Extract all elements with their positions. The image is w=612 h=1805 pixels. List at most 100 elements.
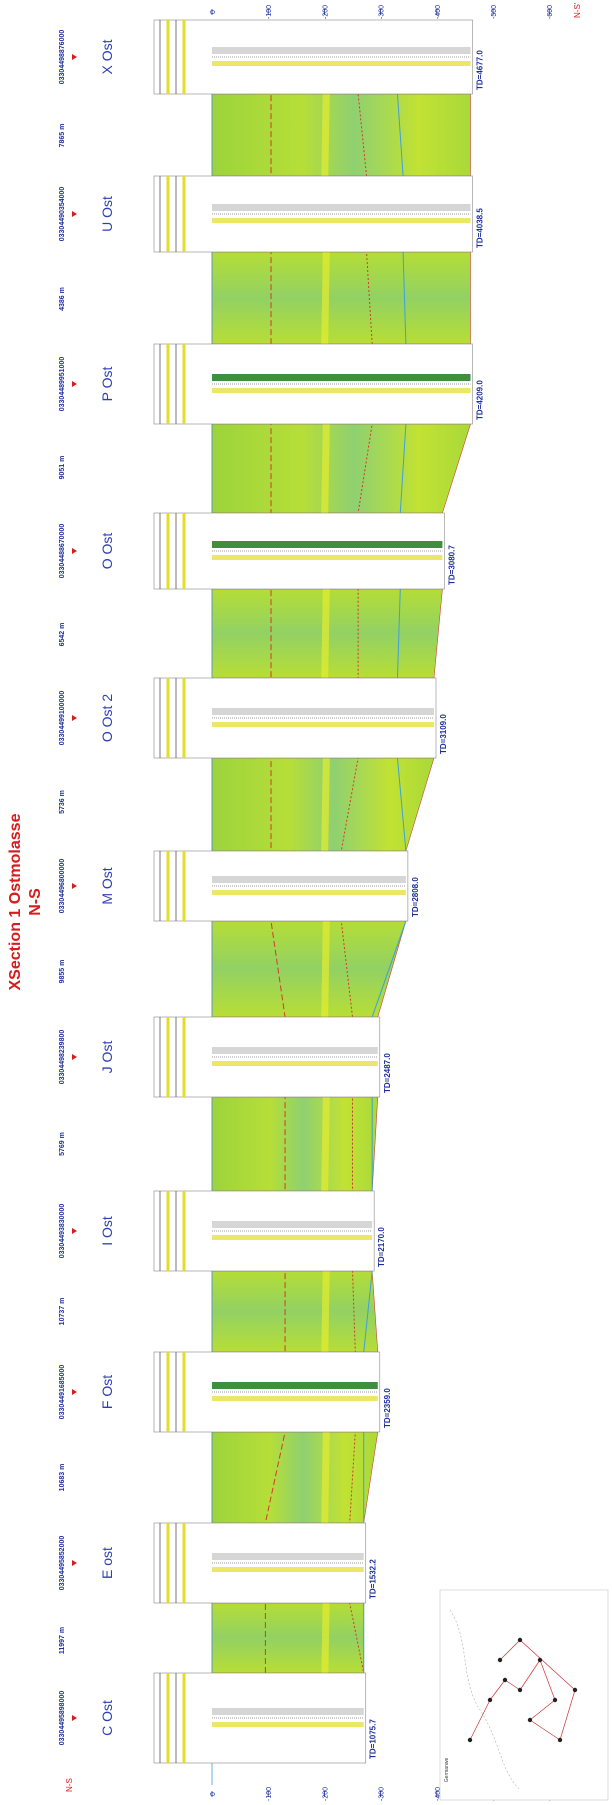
facies-streak [320, 744, 331, 865]
gamma-log [212, 1567, 364, 1572]
well-log-track [153, 1672, 367, 1764]
well-column [153, 1351, 381, 1433]
gamma-log [212, 555, 443, 560]
map-frame [439, 1589, 609, 1801]
facies-streak [320, 238, 331, 359]
gamma-log [212, 218, 471, 223]
interwell-panel [211, 423, 471, 514]
total-depth-label: TD=4038.5 [476, 208, 485, 248]
well-marker-icon [72, 211, 77, 217]
well-spacing-label: 10683 m [59, 1464, 66, 1492]
map-well-icon [502, 1677, 508, 1683]
depth-tick-label: -200 [322, 1787, 329, 1801]
depth-tick-label: -100 [266, 5, 273, 19]
total-depth-label: TD=1075.7 [369, 1719, 378, 1759]
well-marker-icon [72, 1228, 77, 1234]
well-spacing-label: 9051 m [59, 456, 66, 480]
well-marker-icon [72, 381, 77, 387]
gamma-log [212, 1396, 378, 1401]
depth-tick-label: -400 [435, 1787, 442, 1801]
well-name: C Ost [99, 1700, 115, 1736]
depth-axis-top: 0-100-200-300-400-500-600 [210, 5, 554, 19]
well-uwi: 03304490354000 [59, 187, 66, 242]
interwell-panel [211, 93, 471, 177]
map-section-trace [499, 1639, 521, 1661]
map-section-trace [529, 1699, 556, 1721]
gamma-log [212, 388, 471, 393]
well-uwi: 03304493830000 [59, 1204, 66, 1259]
gamma-log [212, 1235, 373, 1240]
well-spacing-label: 6542 m [59, 623, 66, 647]
map-section-trace [504, 1679, 521, 1691]
total-depth-label: TD=3080.7 [447, 545, 456, 585]
map-well-icon [517, 1637, 523, 1643]
gamma-log [212, 1061, 378, 1066]
gamma-log [212, 1722, 364, 1727]
direction-label-end: N-S' [573, 2, 582, 18]
map-well-icon [552, 1697, 558, 1703]
well-name: M Ost [99, 867, 115, 904]
well-uwi: 03304498239800 [59, 1030, 66, 1085]
depth-tick-label: -300 [379, 5, 386, 19]
well-uwi: 03304496800000 [59, 859, 66, 914]
map-well-icon [487, 1697, 493, 1703]
lithology-log [212, 1553, 364, 1560]
well-uwi: 03304499100000 [59, 691, 66, 746]
map-section-trace [489, 1679, 506, 1701]
gamma-log [212, 890, 406, 895]
depth-tick-label: -500 [491, 5, 498, 19]
well-column [153, 19, 473, 95]
facies-streak [320, 1417, 331, 1538]
total-depth-label: TD=1532.2 [369, 1559, 378, 1599]
well-uwi: 03304491685000 [59, 1365, 66, 1420]
well-marker-icon [72, 1560, 77, 1566]
total-depth-label: TD=4209.0 [476, 380, 485, 420]
well-name: O Ost [99, 533, 115, 570]
location-map-inset: Germanwe [439, 1589, 609, 1801]
well-spacing-label: 10737 m [59, 1298, 66, 1326]
section-subtitle: N-S [27, 888, 44, 916]
well-name: X Ost [99, 39, 115, 74]
map-well-icon [467, 1737, 473, 1743]
well-spacing-label: 5736 m [59, 790, 66, 814]
horizon-line-middle [340, 20, 373, 1763]
map-section-trace [539, 1659, 556, 1701]
lithology-log [212, 1708, 364, 1715]
well-uwi: 03304495852000 [59, 1536, 66, 1591]
well-columns [153, 19, 473, 1764]
well-name: E ost [99, 1547, 115, 1579]
well-name: J Ost [99, 1041, 115, 1074]
well-spacing-label: 4386 m [59, 287, 66, 311]
well-column [153, 1190, 375, 1272]
lithology-log [212, 876, 406, 883]
horizon-line-upper [264, 20, 286, 1763]
facies-streak [320, 1578, 331, 1699]
well-column [153, 512, 445, 590]
well-marker-icon [72, 1054, 77, 1060]
facies-streak [320, 909, 331, 1030]
well-spacing-label: 7865 m [59, 124, 66, 148]
depth-tick-label: -100 [266, 1787, 273, 1801]
map-well-icon [517, 1687, 523, 1693]
map-well-icon [527, 1717, 533, 1723]
lithology-log [212, 374, 471, 381]
map-label: Germanwe [444, 1758, 450, 1783]
well-name: U Ost [99, 196, 115, 232]
lithology-log [212, 1382, 378, 1389]
direction-label-start: N-S [65, 1778, 74, 1792]
well-name: I Ost [99, 1216, 115, 1246]
map-section-trace [469, 1699, 491, 1741]
well-column [153, 677, 437, 759]
lithology-log [212, 541, 443, 548]
well-marker-icon [72, 54, 77, 60]
map-section-trace [529, 1719, 561, 1741]
well-uwi: 03304488670000 [59, 524, 66, 579]
total-depth-label: TD=4677.0 [476, 50, 485, 90]
interwell-panel [211, 1602, 365, 1674]
lithology-log [212, 204, 471, 211]
gamma-log [212, 722, 434, 727]
section-title: XSection 1 Ostmolasse [7, 813, 24, 990]
map-section-trace [519, 1659, 541, 1691]
